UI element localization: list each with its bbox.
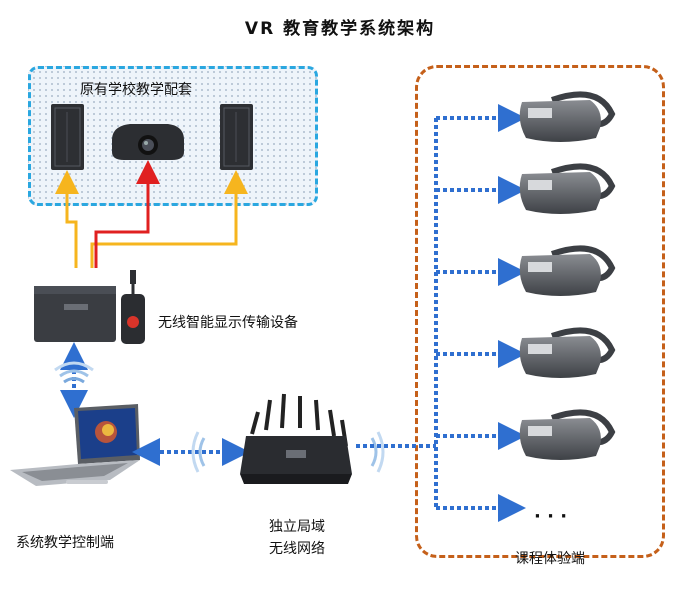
diagram-title: VR 教育教学系统架构 [244, 19, 436, 39]
controller-label: 系统教学控制端 [16, 535, 114, 551]
vr-terminal-label: 课程体验端 [515, 551, 585, 567]
school-equipment-label: 原有学校教学配套 [80, 82, 192, 98]
vr-headset-icon [519, 245, 616, 296]
vr-headset-icon [519, 163, 616, 214]
vr-headset-icon [519, 327, 616, 378]
left-speaker-icon [51, 104, 84, 170]
wifi-icon-router-side [370, 431, 385, 473]
projector-icon [112, 124, 184, 160]
vr-headset-icon [519, 91, 616, 142]
red-link-projector [94, 160, 160, 268]
wireless-router-icon [240, 393, 352, 484]
wifi-icon-laptop-side [191, 431, 206, 473]
vr-headset-icon [519, 409, 616, 460]
wifi-icon-display [54, 361, 94, 384]
router-vr-trunk [356, 118, 438, 508]
more-terminals-ellipsis: · · · [534, 506, 568, 527]
wireless-display-label: 无线智能显示传输设备 [158, 315, 298, 331]
wireless-display-box-icon [34, 286, 116, 342]
vr-terminal-group [415, 65, 665, 558]
network-label-line2: 无线网络 [269, 541, 325, 557]
yellow-link-left-speaker [55, 170, 79, 268]
yellow-link-right-speaker [90, 170, 248, 268]
laptop-icon [10, 404, 140, 486]
right-speaker-icon [220, 104, 253, 170]
network-label-line1: 独立局域 [269, 519, 325, 535]
wireless-dongle-icon [121, 270, 145, 344]
